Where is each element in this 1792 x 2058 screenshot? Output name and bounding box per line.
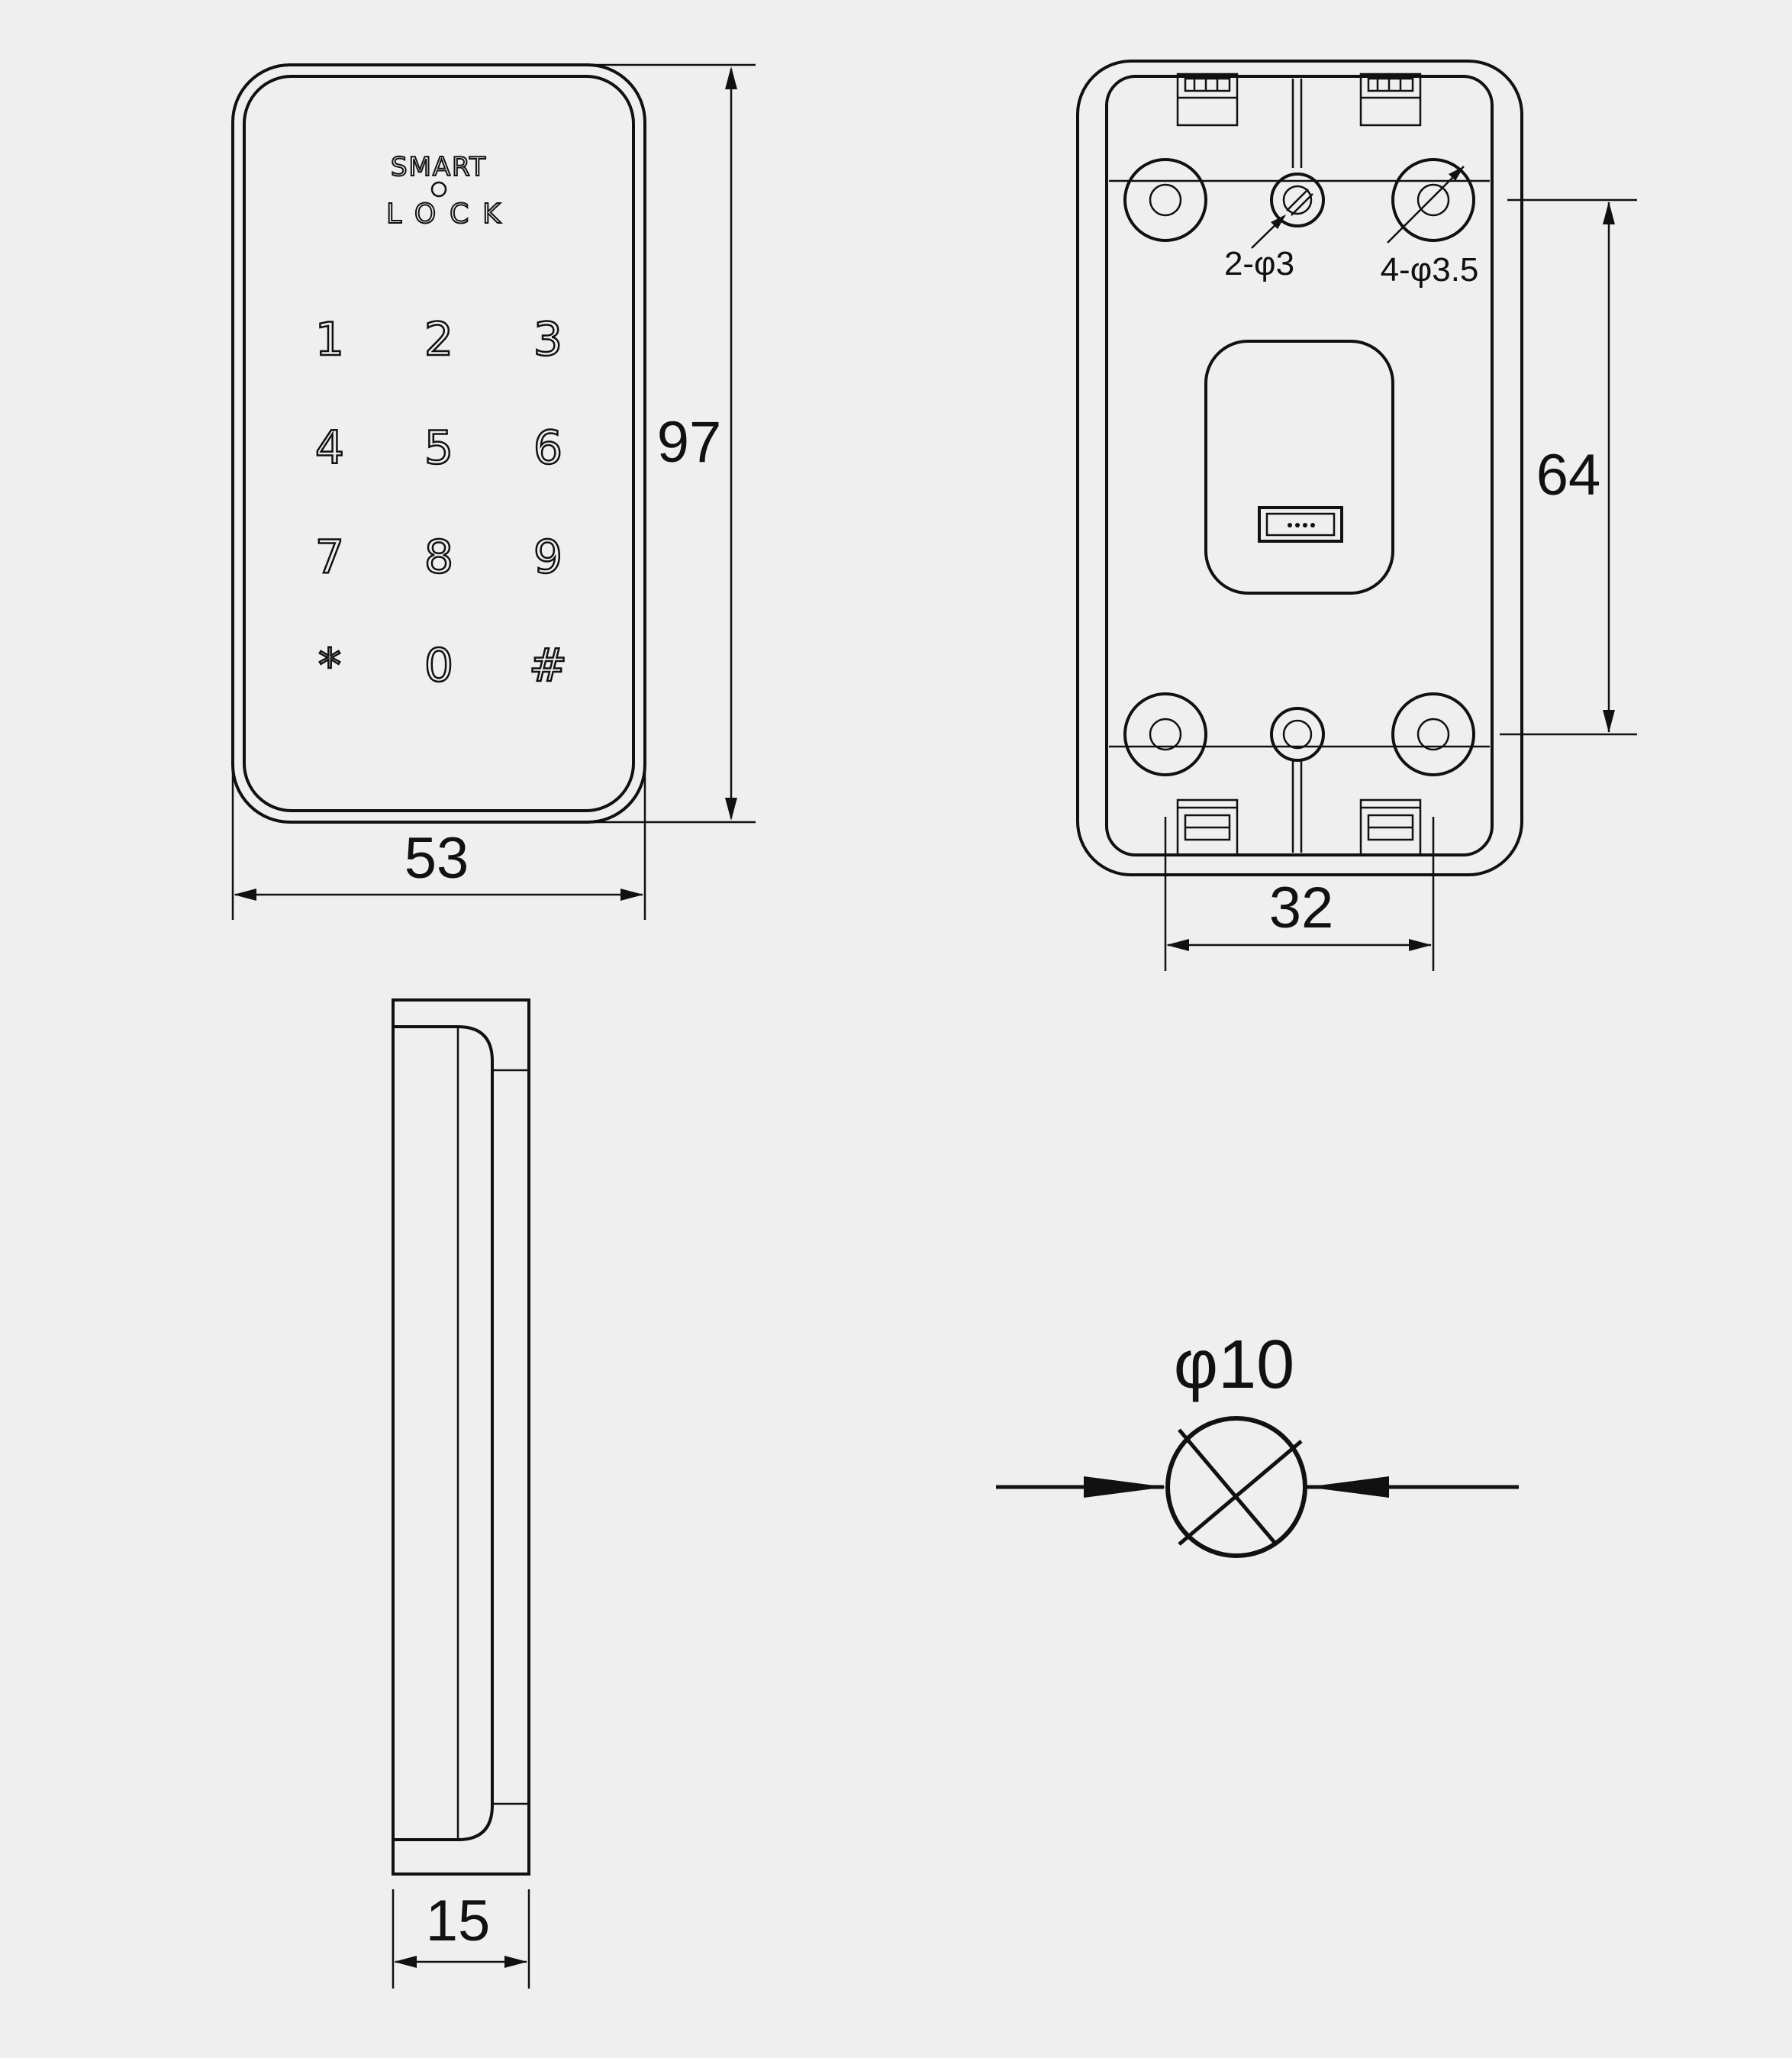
drill-hole-symbol: φ10 <box>996 1327 1519 1558</box>
keypad: 1 2 3 4 5 6 7 8 9 * 0 # <box>314 312 569 694</box>
key-3[interactable]: 3 <box>533 312 564 368</box>
mount-hole-top-left <box>1123 158 1207 242</box>
hole-circle <box>1165 1416 1307 1558</box>
brand-lock-label: LOCK <box>386 198 514 230</box>
dim-hole-spacing-64: 64 <box>1536 443 1601 508</box>
brand-smart-label: SMART <box>391 152 487 182</box>
front-inner-panel <box>243 75 635 812</box>
dim-hole-spacing-32: 32 <box>1269 876 1334 940</box>
bottom-right-clip <box>1359 798 1422 856</box>
mount-hole-bottom-right <box>1391 692 1475 776</box>
top-right-clip <box>1359 73 1422 127</box>
dim-width-53: 53 <box>404 826 469 891</box>
mount-hole-bottom-left <box>1123 692 1207 776</box>
key-0[interactable]: 0 <box>424 638 455 694</box>
side-thickness-dimension: 15 <box>392 1889 530 1989</box>
indicator-led-icon <box>430 181 447 198</box>
leader-large-hole <box>1387 166 1465 244</box>
key-7[interactable]: 7 <box>314 530 346 585</box>
back-vertical-dimension: 64 <box>1500 198 1637 736</box>
top-left-clip <box>1176 73 1239 127</box>
key-4[interactable]: 4 <box>314 421 346 476</box>
side-body-curve <box>393 1025 494 1841</box>
key-5[interactable]: 5 <box>424 421 455 476</box>
dim-diameter-phi10: φ10 <box>1174 1327 1294 1403</box>
label-2-phi3: 2-φ3 <box>1224 245 1294 282</box>
back-horizontal-dimension: 32 <box>1164 817 1435 971</box>
screw-hole-top <box>1270 173 1325 227</box>
label-4-phi3-5: 4-φ3.5 <box>1381 251 1479 289</box>
key-2[interactable]: 2 <box>424 312 455 368</box>
dim-thickness-15: 15 <box>426 1889 491 1953</box>
key-1[interactable]: 1 <box>314 312 346 368</box>
front-width-dimension: 53 <box>231 771 646 920</box>
back-outer-shell <box>1076 60 1523 876</box>
key-hash[interactable]: # <box>528 638 569 694</box>
mount-hole-top-right <box>1391 158 1475 242</box>
key-8[interactable]: 8 <box>424 530 455 585</box>
screw-hole-bottom <box>1270 707 1325 762</box>
front-outer-shell <box>231 63 646 824</box>
battery-compartment <box>1204 340 1394 595</box>
side-view: 15 <box>392 998 530 1989</box>
key-star[interactable]: * <box>317 638 343 694</box>
dim-height-97: 97 <box>657 410 722 475</box>
back-inner-frame <box>1105 75 1494 856</box>
front-height-dimension: 97 <box>595 63 756 824</box>
usb-port-icon <box>1258 506 1343 543</box>
back-view: 2-φ3 4-φ3.5 64 32 <box>1076 60 1637 971</box>
bottom-left-clip <box>1176 798 1239 856</box>
key-9[interactable]: 9 <box>533 530 564 585</box>
key-6[interactable]: 6 <box>533 421 564 476</box>
front-view: SMART LOCK 1 2 3 4 5 6 7 8 9 * 0 # 97 <box>231 63 756 920</box>
side-outer-profile <box>392 998 530 1876</box>
